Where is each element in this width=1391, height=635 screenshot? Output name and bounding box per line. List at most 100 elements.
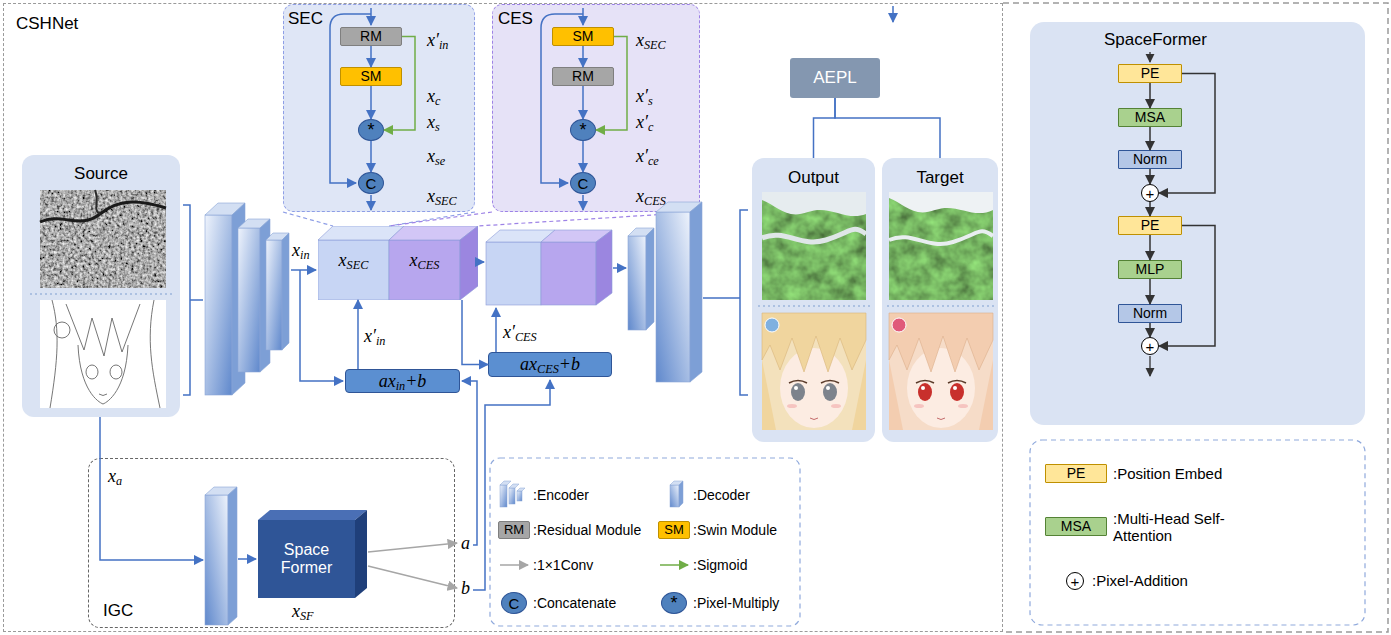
flow-arrow <box>613 267 626 269</box>
box-label: axCES+b <box>520 354 580 375</box>
text-part: x′ <box>636 112 648 132</box>
sketch-image <box>78 345 128 404</box>
box-label: MSA <box>1135 109 1165 125</box>
cube-face <box>389 240 460 300</box>
norm-block: Norm <box>1118 304 1182 323</box>
feature-cube-shape <box>541 242 596 305</box>
concatenate-op: C <box>570 172 596 194</box>
node-heading: xCES <box>410 250 440 271</box>
box-label: + <box>1146 186 1155 201</box>
legend-text: :1×1Conv <box>533 557 593 573</box>
connector-arrow <box>370 141 372 172</box>
decoder-shape <box>656 212 690 382</box>
pixel-multiply-op: * <box>661 592 687 614</box>
encoder-shape <box>282 233 289 350</box>
sketch-image <box>110 365 122 379</box>
pixel-multiply-op: * <box>570 119 596 141</box>
legend-item: :Swin Module <box>693 522 777 538</box>
anime-image <box>889 313 993 372</box>
legend-text: :Pixel-Addition <box>1092 572 1188 589</box>
node-heading: CES <box>498 9 699 29</box>
text-part: x <box>292 601 300 621</box>
flow-arrow <box>892 6 894 22</box>
zoom-guide <box>389 212 492 226</box>
pixel-addition-op: + <box>1141 184 1159 202</box>
anime-image <box>787 404 797 408</box>
anime-image <box>762 360 866 430</box>
landscape-image <box>762 192 993 300</box>
residual-module: RM <box>552 67 614 86</box>
encoder-icon <box>500 485 507 507</box>
label-slot: xCES <box>636 186 666 207</box>
box-label: C <box>578 176 589 191</box>
connector-arrow <box>357 300 359 369</box>
box-label: SM <box>361 68 382 84</box>
box-label: AEPL <box>813 68 856 88</box>
anime-image <box>918 383 932 401</box>
text-part: x′ <box>636 146 648 166</box>
encoder-shape <box>205 203 289 395</box>
connector-arrow <box>1149 235 1151 260</box>
subscript: CES <box>537 363 559 377</box>
attention-block: MSA <box>1118 108 1182 127</box>
text-part: x <box>636 30 644 50</box>
decoder-shape <box>646 228 654 330</box>
ces-block: CESSMRM*C <box>492 4 700 212</box>
legend-text: :Sigmoid <box>693 557 747 573</box>
legend-text: :Decoder <box>693 487 750 503</box>
anime-image <box>950 383 964 401</box>
node-heading: Output <box>752 168 875 188</box>
zoom-guide <box>283 212 700 226</box>
box-label: SM <box>664 523 684 538</box>
legend-text: :Encoder <box>533 487 589 503</box>
flow-arrow <box>703 210 748 395</box>
flow-arrow <box>541 14 583 183</box>
anime-image <box>765 318 779 332</box>
connector-arrow <box>1149 169 1151 184</box>
connector-arrow <box>1149 323 1151 337</box>
box-label: C <box>509 596 520 611</box>
box-label: RM <box>504 523 524 538</box>
math-label: x′CES <box>503 322 537 343</box>
label-slot: x′in <box>427 30 448 51</box>
legend-item: :Sigmoid <box>693 557 747 573</box>
math-label: x′in <box>427 30 448 51</box>
text-part: x <box>108 466 116 486</box>
legend-item: :Concatenate <box>533 595 616 611</box>
sar-image <box>95 190 100 214</box>
text-part: x′ <box>364 326 376 346</box>
decoder-shape <box>628 202 702 382</box>
legend-text: :Position Embed <box>1113 465 1222 482</box>
landscape-image <box>889 231 993 244</box>
sigmoid-arrow-sample <box>660 564 688 566</box>
anime-image <box>953 386 957 390</box>
decoder-shape <box>628 236 646 330</box>
anime-image <box>892 318 906 332</box>
affine-box: axin+b <box>345 369 460 393</box>
text-part: +b <box>405 371 426 391</box>
landscape-image <box>762 229 866 242</box>
spaceformer-io <box>1149 52 1150 62</box>
math-label: xc <box>427 86 440 107</box>
flow-arrow <box>495 308 497 352</box>
label-slot: xSEC <box>427 186 457 207</box>
swin-module: SM <box>658 521 690 539</box>
subscript: CES <box>418 258 440 272</box>
concatenate-op: C <box>358 172 384 194</box>
encoder-shape <box>238 228 260 372</box>
flow-arrow <box>291 269 316 271</box>
conv-arrow-sample <box>500 564 528 566</box>
landscape-image <box>889 192 993 300</box>
subscript: SEC <box>347 258 369 272</box>
spaceformer-io <box>1149 52 1150 376</box>
box-label: PE <box>1141 217 1160 233</box>
encoder-shape <box>266 240 282 350</box>
box-label: Space Former <box>276 541 338 578</box>
connector-arrow <box>370 86 372 119</box>
math-label: a <box>461 533 470 554</box>
position-embed: PE <box>1045 464 1107 483</box>
spaceformer-depth <box>258 510 367 520</box>
math-label: b <box>461 578 470 599</box>
attention-block: MSA <box>1045 517 1107 536</box>
